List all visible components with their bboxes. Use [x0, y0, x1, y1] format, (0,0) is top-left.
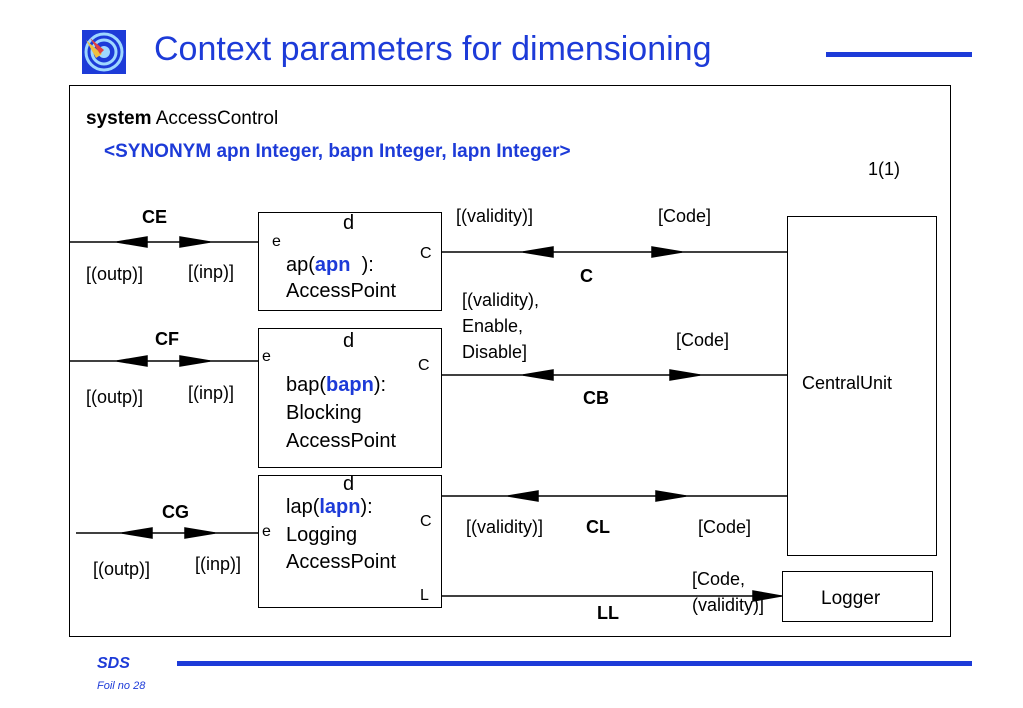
- block-ap[interactable]: [258, 212, 442, 311]
- cb-arrow-left: [522, 369, 554, 381]
- channel-cb-name: CB: [583, 388, 609, 408]
- footer-brand: SDS: [97, 655, 130, 672]
- channel-cb-left-signal-3: Disable]: [462, 342, 528, 362]
- lap-type-2: AccessPoint: [286, 551, 397, 573]
- lap-param: lapn: [319, 496, 361, 518]
- cl-arrow-left: [507, 490, 539, 502]
- cf-arrow-left: [116, 355, 148, 367]
- channel-ce-name: CE: [142, 207, 168, 227]
- block-lap[interactable]: [258, 475, 442, 608]
- bap-name: bap(bapn):: [286, 373, 386, 397]
- bap-name-pre: bap(: [286, 374, 327, 396]
- lap-type-1: Logging: [286, 524, 358, 546]
- ap-param: apn: [314, 254, 351, 276]
- ap-c: C: [420, 245, 432, 262]
- ap-e: e: [272, 233, 281, 250]
- channel-c-left-signal: [(validity)]: [456, 206, 534, 226]
- channel-ce-in: [(inp)]: [188, 262, 235, 282]
- lap-l: L: [420, 587, 429, 604]
- page-reference: 1(1): [868, 159, 901, 179]
- channel-cb-left-signal-2: Enable,: [462, 316, 524, 336]
- lap-d: d: [343, 473, 355, 495]
- block-central-unit[interactable]: [787, 216, 937, 556]
- cl-arrow-right: [655, 490, 687, 502]
- channel-cf-name: CF: [155, 329, 179, 349]
- lap-name-pre: lap(: [286, 496, 320, 518]
- bap-name-post: ):: [373, 374, 387, 396]
- bap-c: C: [418, 357, 430, 374]
- bap-e: e: [262, 348, 271, 365]
- c-arrow-right: [651, 246, 683, 258]
- bap-param: bapn: [326, 374, 374, 396]
- channel-ce-out: [(outp)]: [86, 264, 144, 284]
- channel-cf-out: [(outp)]: [86, 387, 144, 407]
- channel-cg-out: [(outp)]: [93, 559, 151, 579]
- channel-cl-name: CL: [586, 517, 610, 537]
- lap-name-post: ):: [360, 496, 373, 518]
- channel-cl-left-signal: [(validity)]: [466, 517, 544, 537]
- channel-cb-right-signal: [Code]: [676, 330, 730, 350]
- channel-cf-in: [(inp)]: [188, 383, 235, 403]
- channel-cl-right-signal: [Code]: [698, 517, 752, 537]
- lap-c: C: [420, 513, 432, 530]
- bap-type-1: Blocking: [286, 402, 362, 424]
- system-heading: system AccessControl: [86, 109, 278, 128]
- cb-arrow-right: [669, 369, 701, 381]
- c-arrow-left: [522, 246, 554, 258]
- block-bap[interactable]: [258, 328, 442, 468]
- page-title: Context parameters for dimensioning: [154, 30, 712, 68]
- logo-icon: [82, 30, 126, 74]
- ll-arrow-right: [752, 590, 782, 602]
- cg-arrow-left: [121, 527, 153, 539]
- ap-name-post: ):: [350, 254, 374, 276]
- channel-ll-signal-2: (validity)]: [692, 595, 765, 615]
- ap-name: ap(apn ):: [286, 253, 374, 277]
- channel-ll-signal-1: [Code,: [692, 569, 746, 589]
- cf-arrow-right: [179, 355, 211, 367]
- central-unit-label: CentralUnit: [802, 373, 893, 393]
- footer-rule: [177, 661, 972, 666]
- ce-arrow-right: [179, 236, 211, 248]
- system-name: AccessControl: [155, 108, 279, 129]
- bap-d: d: [343, 330, 355, 352]
- channel-c-right-signal: [Code]: [658, 206, 712, 226]
- channel-cg-in: [(inp)]: [195, 554, 242, 574]
- channel-cb-left-signal-1: [(validity),: [462, 290, 540, 310]
- header-rule: [826, 52, 972, 57]
- channel-cg-name: CG: [162, 502, 189, 522]
- channel-ll-name: LL: [597, 603, 619, 623]
- ce-arrow-left: [116, 236, 148, 248]
- bap-type-2: AccessPoint: [286, 430, 397, 452]
- logger-label: Logger: [821, 588, 881, 609]
- lap-e: e: [262, 523, 271, 540]
- footer-foil-number: Foil no 28: [97, 680, 146, 692]
- block-logger[interactable]: [782, 571, 933, 622]
- ap-type: AccessPoint: [286, 280, 397, 302]
- ap-name-pre: ap(: [286, 254, 315, 276]
- system-keyword: system: [86, 108, 152, 129]
- channel-c-name: C: [580, 266, 593, 286]
- lap-name: lap(lapn):: [286, 495, 373, 519]
- cg-arrow-right: [184, 527, 216, 539]
- ap-d: d: [343, 212, 355, 234]
- synonym-declaration: <SYNONYM apn Integer, bapn Integer, lapn…: [104, 141, 571, 162]
